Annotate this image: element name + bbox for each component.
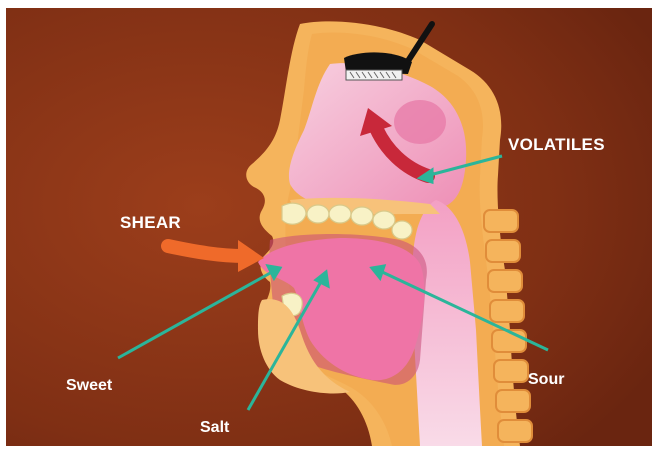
turbinate — [394, 100, 446, 144]
volatiles-label: VOLATILES — [508, 135, 605, 154]
sweet-label: Sweet — [66, 377, 113, 394]
shear-label: SHEAR — [120, 213, 181, 232]
sour-label: Sour — [528, 371, 564, 388]
salt-label: Salt — [200, 419, 230, 436]
